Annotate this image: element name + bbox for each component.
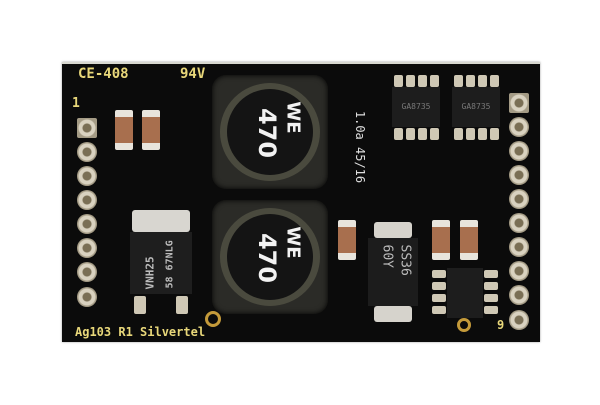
- part-number-label: CE-408: [78, 66, 129, 82]
- chip-marking: 58 67NLG: [164, 240, 176, 289]
- diode-marking: 60Y: [379, 244, 395, 268]
- pin-9-label: 9: [497, 318, 505, 332]
- capacitor: [115, 110, 133, 150]
- header-pin: [509, 93, 529, 113]
- soic-chip: GA8735: [452, 75, 500, 141]
- footer-label: Ag103 R1 Silvertel: [75, 325, 206, 339]
- soic-chip: [432, 268, 498, 318]
- header-pin: [509, 310, 529, 330]
- chip-marking: GA8735: [392, 87, 440, 127]
- header-pin: [77, 214, 97, 234]
- header-pin: [509, 117, 529, 137]
- inductor-value: 470: [253, 232, 281, 284]
- pin-1-label: 1: [72, 96, 80, 111]
- header-pin: [509, 165, 529, 185]
- diode: SS36 60Y: [368, 222, 418, 322]
- header-pin: [509, 261, 529, 281]
- header-pin: [77, 262, 97, 282]
- rating-label: 94V: [180, 66, 206, 82]
- capacitor: [460, 220, 478, 260]
- header-pin: [509, 189, 529, 209]
- via: [205, 311, 221, 327]
- header-pin: [77, 166, 97, 186]
- header-pin: [77, 238, 97, 258]
- header-pin: [77, 287, 97, 307]
- chip-marking: GA8735: [452, 87, 500, 127]
- header-pin: [77, 190, 97, 210]
- inductor-logo: WE: [282, 226, 304, 259]
- chip-marking: VNH25: [143, 256, 157, 290]
- capacitor: [338, 220, 356, 260]
- driver-chip: VNH25 58 67NLG: [130, 210, 192, 315]
- date-code-label: 1.0a 45/16: [353, 110, 367, 184]
- soic-chip: GA8735: [392, 75, 440, 141]
- via: [457, 318, 471, 332]
- header-pin: [509, 285, 529, 305]
- capacitor: [432, 220, 450, 260]
- header-pin: [509, 213, 529, 233]
- inductor-logo: WE: [282, 101, 304, 134]
- diode-marking: SS36: [397, 244, 413, 276]
- inductor-value: 470: [253, 107, 281, 159]
- capacitor: [142, 110, 160, 150]
- header-pin: [77, 142, 97, 162]
- header-pin: [509, 141, 529, 161]
- header-pin: [509, 237, 529, 257]
- header-pin: [77, 118, 97, 138]
